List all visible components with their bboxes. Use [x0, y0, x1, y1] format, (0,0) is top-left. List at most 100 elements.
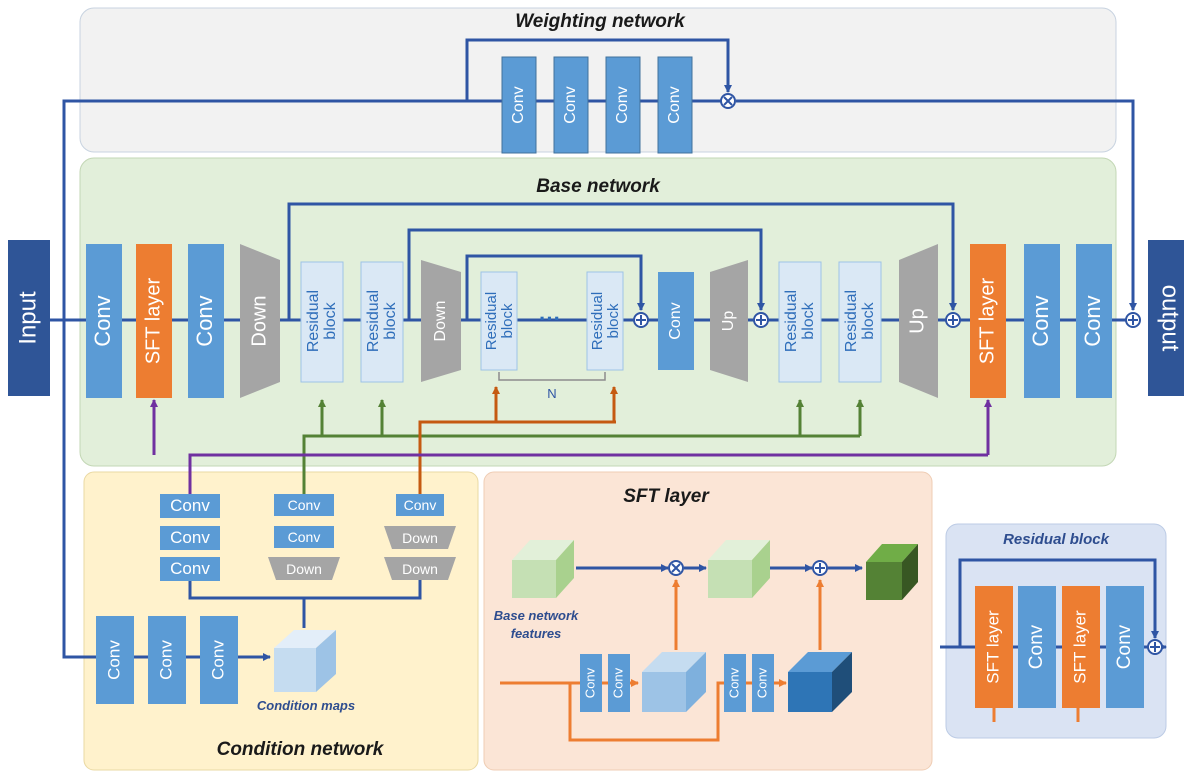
svg-text:Conv: Conv: [156, 640, 175, 680]
residual-block-4: [586, 271, 624, 371]
svg-text:Conv: Conv: [1114, 624, 1135, 669]
svg-text:Down: Down: [402, 561, 438, 577]
ellipsis: ···: [539, 306, 561, 331]
output-label: output: [1157, 285, 1184, 352]
n-label: N: [547, 386, 556, 401]
res-sft-layer-2: [1062, 586, 1100, 708]
base-features-cube: [512, 540, 574, 598]
residual-block-6: [838, 261, 882, 383]
cond-down-c1: [384, 526, 456, 549]
svg-text:Conv: Conv: [754, 667, 769, 698]
condition-maps-cube: [274, 630, 336, 692]
cond-conv-d2: [148, 616, 186, 704]
scaled-features-cube: [708, 540, 770, 598]
cond-down-b: [268, 557, 340, 580]
svg-text:Up: Up: [720, 311, 737, 332]
base-conv-4: [1024, 244, 1060, 398]
condition-maps-label: Condition maps: [257, 698, 355, 713]
weighting-network-panel: [79, 7, 1117, 153]
svg-text:Conv: Conv: [288, 497, 321, 513]
svg-text:SFT layer: SFT layer: [1070, 610, 1089, 684]
input-block: [8, 240, 50, 396]
svg-text:Residualblock: Residualblock: [783, 290, 817, 352]
base-conv-2: [188, 244, 224, 398]
svg-text:Down: Down: [432, 301, 449, 342]
residual-block-1: [300, 261, 344, 383]
skip-line-middle: [407, 228, 765, 320]
scale-param-cube: [642, 652, 706, 712]
svg-text:Conv: Conv: [170, 559, 210, 578]
weighting-network-title: Weighting network: [515, 11, 686, 32]
weight-conv-2: [553, 56, 589, 154]
svg-text:Down: Down: [286, 561, 322, 577]
svg-text:Conv: Conv: [208, 640, 227, 680]
svg-text:Residualblock: Residualblock: [365, 290, 399, 352]
cond-conv-b2: [274, 526, 334, 548]
cond-conv-d1: [96, 616, 134, 704]
residual-block-5: [778, 261, 822, 383]
svg-text:Conv: Conv: [582, 667, 597, 698]
svg-text:Conv: Conv: [510, 86, 527, 123]
svg-text:Conv: Conv: [104, 640, 123, 680]
svg-text:Conv: Conv: [1028, 295, 1053, 346]
base-conv-5: [1076, 244, 1112, 398]
svg-text:Conv: Conv: [1080, 295, 1105, 346]
base-conv-3: [658, 272, 694, 370]
output-features-cube: [866, 544, 918, 600]
svg-text:Residualblock: Residualblock: [589, 292, 622, 350]
residual-block-title: Residual block: [1003, 531, 1110, 548]
svg-text:Conv: Conv: [614, 86, 631, 123]
weight-conv-1: [501, 56, 537, 154]
res-conv-2: [1106, 586, 1144, 708]
skip-line-outer: [287, 202, 957, 320]
svg-text:Residualblock: Residualblock: [483, 292, 516, 350]
svg-text:Conv: Conv: [404, 497, 437, 513]
add-nodes: [633, 312, 1141, 328]
svg-text:Conv: Conv: [170, 528, 210, 547]
skip-line-inner: [465, 254, 645, 320]
base-up-1: [710, 260, 748, 382]
cond-conv-a3: [160, 557, 220, 581]
res-sft-layer-1: [975, 586, 1013, 708]
weight-conv-4: [657, 56, 693, 154]
svg-text:Conv: Conv: [667, 302, 684, 339]
weighting-skip-line: [465, 38, 732, 101]
svg-text:Conv: Conv: [610, 667, 625, 698]
residual-block-3: [480, 271, 518, 371]
sft-conv-3: [724, 654, 746, 712]
svg-text:Residualblock: Residualblock: [843, 290, 877, 352]
sft-layer-title: SFT layer: [623, 486, 710, 507]
svg-text:Conv: Conv: [562, 86, 579, 123]
base-network-title: Base network: [536, 176, 661, 197]
residual-block-2: [360, 261, 404, 383]
output-block: [1148, 240, 1184, 396]
base-up-2: [899, 244, 938, 398]
svg-text:Conv: Conv: [170, 496, 210, 515]
sft-conv-1: [580, 654, 602, 712]
sft-conv-2: [608, 654, 630, 712]
svg-text:Conv: Conv: [288, 529, 321, 545]
orange-condition-line: [418, 420, 616, 494]
svg-text:SFT layer: SFT layer: [983, 610, 1002, 684]
svg-text:SFT layer: SFT layer: [142, 278, 164, 365]
condition-network-panel: [83, 471, 479, 771]
n-bracket: [498, 372, 606, 381]
base-conv-1: [86, 244, 122, 398]
base-down-1: [240, 244, 280, 398]
cond-conv-a1: [160, 494, 220, 518]
svg-text:Conv: Conv: [90, 295, 115, 346]
base-down-2: [421, 260, 461, 382]
base-sft-layer-2: [970, 244, 1006, 398]
cond-down-c2: [384, 557, 456, 580]
input-label: Input: [14, 291, 41, 345]
svg-text:Residualblock: Residualblock: [305, 290, 339, 352]
svg-text:SFT layer: SFT layer: [976, 278, 998, 365]
sft-conv-4: [752, 654, 774, 712]
cond-conv-a2: [160, 526, 220, 550]
shift-param-cube: [788, 652, 852, 712]
base-sft-layer-1: [136, 244, 172, 398]
svg-text:Conv: Conv: [192, 295, 217, 346]
condition-network-title: Condition network: [217, 739, 385, 760]
